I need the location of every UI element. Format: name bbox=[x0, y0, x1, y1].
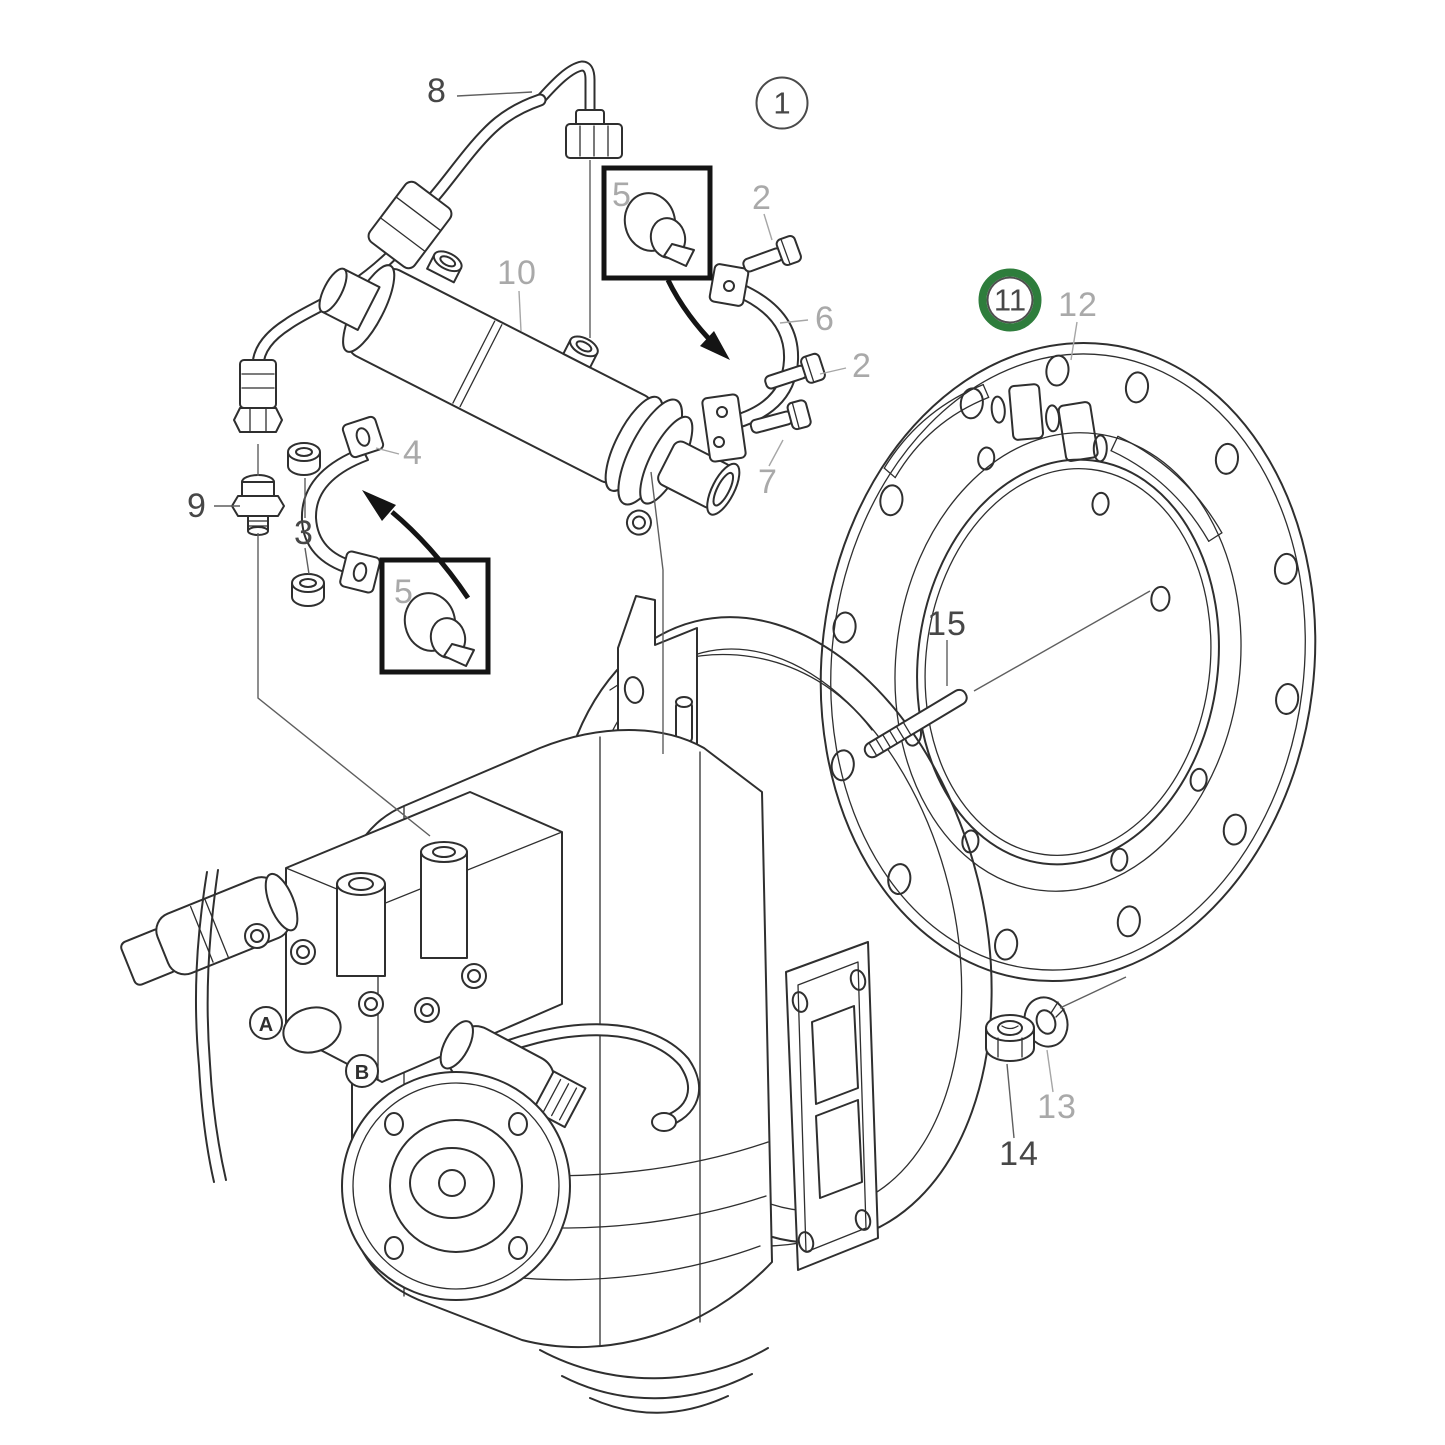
sump-fins bbox=[539, 1347, 769, 1414]
callout-6: 6 bbox=[815, 300, 835, 338]
port-a-label: A bbox=[259, 1014, 273, 1036]
bolt-part2-top bbox=[742, 234, 802, 273]
gasket-cutouts bbox=[883, 383, 1223, 542]
port-opening bbox=[282, 1006, 342, 1054]
callout-12: 12 bbox=[1058, 286, 1098, 324]
clamp-part6 bbox=[701, 263, 800, 463]
callout-11: 11 bbox=[993, 282, 1027, 317]
oil-cooler-part10 bbox=[318, 250, 741, 536]
case-hose bbox=[463, 1023, 700, 1132]
gasket-part12 bbox=[819, 341, 1317, 983]
nut-part14 bbox=[985, 1014, 1035, 1062]
nuts-part3 bbox=[287, 442, 325, 607]
bolt-part7 bbox=[749, 399, 812, 434]
callout-2-mid: 2 bbox=[852, 347, 872, 385]
washer-part13 bbox=[1023, 996, 1069, 1048]
hose-end-fitting bbox=[233, 359, 283, 433]
callout-2-top: 2 bbox=[752, 179, 772, 217]
plug-part5-lower bbox=[403, 592, 475, 667]
flare-nut bbox=[565, 109, 623, 159]
callout-13: 13 bbox=[1037, 1088, 1077, 1126]
plug-part5-upper bbox=[623, 192, 695, 267]
inset-box-part5-lower bbox=[362, 490, 491, 675]
callout-5-lower: 5 bbox=[394, 573, 414, 611]
cooler-boss-1 bbox=[426, 250, 463, 284]
callout-10: 10 bbox=[497, 254, 537, 292]
control-valve-block: A B bbox=[120, 791, 587, 1183]
callout-1-circle: 1 bbox=[755, 76, 809, 130]
valve-cylinder-1 bbox=[336, 872, 386, 977]
bolt-part2-mid bbox=[764, 352, 826, 390]
callout-7: 7 bbox=[758, 463, 778, 501]
output-flange bbox=[341, 1071, 571, 1301]
port-a bbox=[249, 1006, 283, 1040]
stud-part15 bbox=[863, 688, 968, 759]
leader-lines bbox=[214, 91, 1151, 1139]
port-b bbox=[345, 1054, 379, 1088]
callout-5-upper: 5 bbox=[612, 176, 632, 214]
hose-coupling-sleeve bbox=[367, 180, 453, 270]
callout-11-highlight: 11 bbox=[978, 268, 1042, 332]
inset-box-part5-upper bbox=[601, 165, 730, 360]
callout-4: 4 bbox=[403, 434, 423, 472]
pipe-part8 bbox=[233, 60, 623, 433]
callout-9: 9 bbox=[187, 487, 207, 525]
callout-3: 3 bbox=[294, 514, 314, 552]
cooler-boss-2 bbox=[562, 335, 599, 369]
side-flange-plate bbox=[785, 941, 879, 1271]
gasket-bolt-holes bbox=[830, 354, 1300, 961]
lifting-bracket bbox=[617, 595, 698, 761]
callout-1: 1 bbox=[773, 85, 791, 120]
callout-14: 14 bbox=[999, 1135, 1039, 1173]
solenoid-left bbox=[120, 872, 299, 986]
screw-heads bbox=[244, 923, 487, 1023]
fitting-part9 bbox=[231, 474, 285, 536]
callout-8: 8 bbox=[427, 72, 447, 110]
valve-cylinder-2 bbox=[420, 841, 468, 959]
transmission-assembly: A B bbox=[120, 595, 993, 1414]
callout-15: 15 bbox=[927, 605, 967, 643]
clamp-part4 bbox=[300, 415, 385, 594]
port-b-label: B bbox=[355, 1062, 369, 1084]
